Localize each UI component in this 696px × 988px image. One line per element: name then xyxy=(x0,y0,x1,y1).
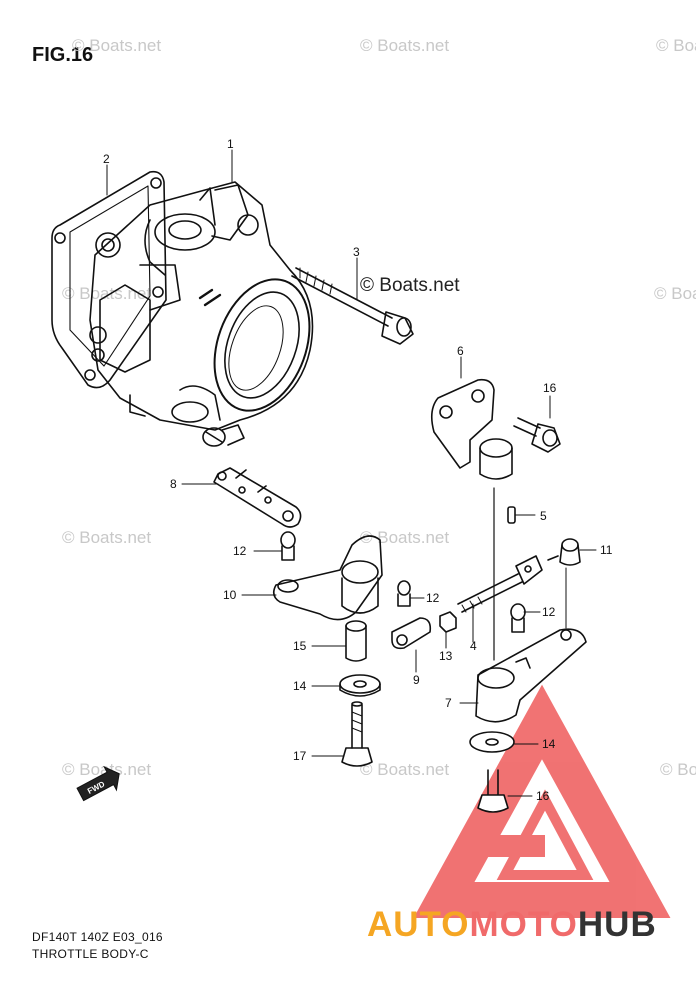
watermark-text: © Boats.net xyxy=(62,284,152,303)
bolt-17-part xyxy=(341,701,373,767)
watermark-text: © Boats.net xyxy=(62,528,152,547)
watermark-text: © Boats.net xyxy=(360,528,450,547)
rod-end-part xyxy=(391,617,432,650)
callout-8: 8 xyxy=(170,477,177,491)
callout-13: 13 xyxy=(439,649,453,663)
callout-12b: 12 xyxy=(426,591,440,605)
gasket-part xyxy=(51,170,167,389)
collar-part xyxy=(345,620,367,662)
callout-16b: 16 xyxy=(536,789,550,803)
rod-part xyxy=(457,555,543,613)
callout-12c: 12 xyxy=(542,605,556,619)
watermark-text: © Bo xyxy=(660,760,696,779)
brand-part-hub: HUB xyxy=(577,905,657,944)
watermark-text: © Boa xyxy=(656,36,696,55)
pin-part xyxy=(507,506,516,524)
callout-14a: 14 xyxy=(293,679,307,693)
ball-joint-parts xyxy=(280,531,526,633)
callout-17: 17 xyxy=(293,749,307,763)
callout-7: 7 xyxy=(445,696,452,710)
callout-10: 10 xyxy=(223,588,237,602)
callout-5: 5 xyxy=(540,509,547,523)
callout-labels: 1 2 3 4 5 6 7 8 9 10 11 12 12 12 13 14 1… xyxy=(103,137,613,803)
brand-part-moto: MOTO xyxy=(469,905,578,944)
callout-3: 3 xyxy=(353,245,360,259)
long-bolt-part xyxy=(291,267,414,345)
watermark-dark: © Boats.net xyxy=(360,275,460,296)
callout-2: 2 xyxy=(103,152,110,166)
callout-4: 4 xyxy=(470,639,477,653)
watermark-text: © Boats.net xyxy=(360,36,450,55)
leader-lines xyxy=(106,149,597,797)
callout-15: 15 xyxy=(293,639,307,653)
callout-14b: 14 xyxy=(542,737,556,751)
link-rod-part xyxy=(213,467,302,528)
watermark-text: © Boats.net xyxy=(360,760,450,779)
washer-parts xyxy=(339,674,515,753)
nut-part xyxy=(439,611,457,633)
lever-10-part xyxy=(272,535,383,621)
footer-model-code: DF140T 140Z E03_016 xyxy=(32,930,163,944)
brand-part-auto: AUTO xyxy=(367,905,470,944)
knob-part xyxy=(547,538,581,566)
callout-6: 6 xyxy=(457,344,464,358)
throttle-body-part xyxy=(89,181,314,431)
callout-12a: 12 xyxy=(233,544,247,558)
callout-1: 1 xyxy=(227,137,234,151)
lever-7-part xyxy=(475,628,587,723)
callout-16a: 16 xyxy=(543,381,557,395)
bracket-part xyxy=(430,378,513,480)
figure-title: FIG.16 xyxy=(32,44,94,66)
watermark-text: © Boa xyxy=(654,284,696,303)
automotohub-wordmark: AUTOMOTOHUB xyxy=(367,905,657,945)
callout-11: 11 xyxy=(600,543,613,557)
adjust-screw-part xyxy=(202,424,245,447)
footer-section-title: THROTTLE BODY-C xyxy=(32,947,149,961)
watermark-text: © Boats.net xyxy=(72,36,162,55)
callout-9: 9 xyxy=(413,673,420,687)
fwd-arrow-icon: FWD xyxy=(76,765,120,802)
bolt-upper-part xyxy=(513,417,561,453)
bolt-lower-part xyxy=(477,769,509,813)
